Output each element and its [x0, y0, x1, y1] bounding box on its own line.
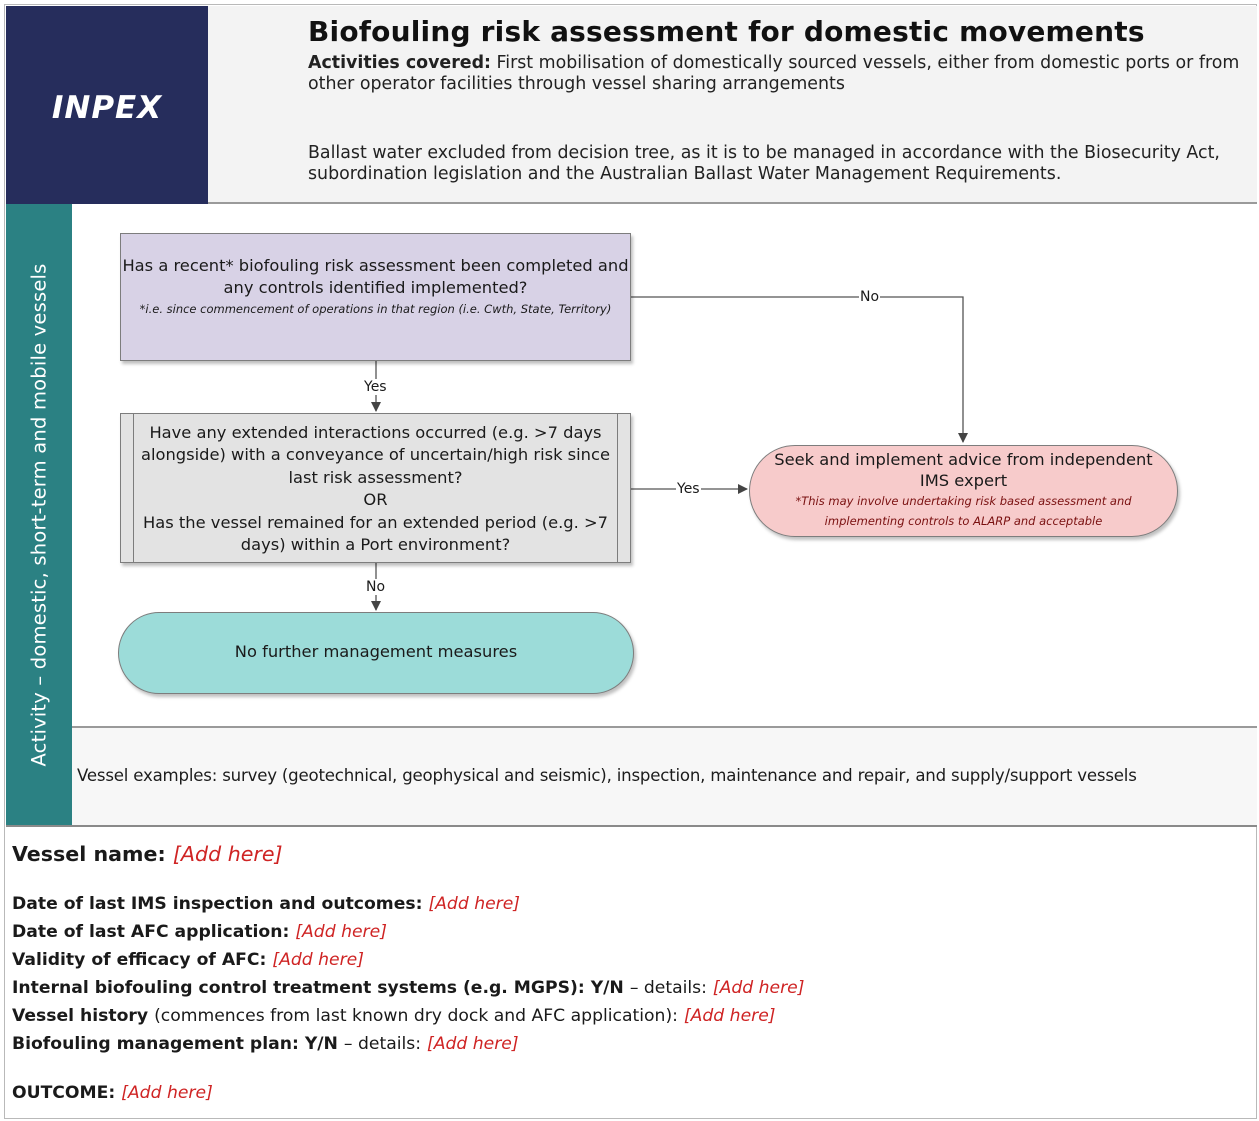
- edge-label-yes: Yes: [676, 481, 701, 497]
- edge-label-yes: Yes: [363, 379, 388, 395]
- afc-validity-input[interactable]: [Add here]: [272, 950, 364, 970]
- swimlane-header: [6, 204, 72, 826]
- advice-text: Seek and implement advice from independe…: [774, 450, 1153, 490]
- q2-line2: Has the vessel remained for an extended …: [143, 512, 608, 555]
- afc-validity-field: Validity of efficacy of AFC: [Add here]: [12, 950, 364, 970]
- no-further-measures-terminal: No further management measures: [118, 612, 634, 694]
- vessel-history-label: Vessel history: [12, 1006, 149, 1026]
- last-ims-input[interactable]: [Add here]: [428, 894, 521, 914]
- ballast-note: Ballast water excluded from decision tre…: [308, 143, 1220, 184]
- last-afc-label: Date of last AFC application:: [12, 922, 290, 942]
- last-ims-field: Date of last IMS inspection and outcomes…: [12, 894, 520, 914]
- edge-q1-no: [631, 296, 968, 443]
- outcome-input[interactable]: [Add here]: [121, 1083, 213, 1103]
- vessel-examples: Vessel examples: survey (geotechnical, g…: [77, 766, 1137, 785]
- q2-line1: Have any extended interactions occurred …: [141, 423, 610, 487]
- afc-validity-label: Validity of efficacy of AFC:: [12, 950, 267, 970]
- q2-or: OR: [363, 490, 388, 510]
- last-ims-label: Date of last IMS inspection and outcomes…: [12, 894, 423, 914]
- header-panel: [208, 6, 1257, 204]
- vessel-name-label: Vessel name:: [12, 842, 166, 866]
- edge-label-no: No: [859, 289, 881, 305]
- q1-note: *i.e. since commencement of operations i…: [139, 302, 612, 316]
- advice-note: *This may involve undertaking risk based…: [795, 494, 1132, 528]
- process-side-line: [133, 414, 134, 562]
- swimlane-footer: [72, 728, 1257, 826]
- outcome-label: OUTCOME:: [12, 1083, 116, 1103]
- vessel-history-field: Vessel history (commences from last know…: [12, 1006, 776, 1026]
- activities-covered: Activities covered: First mobilisation o…: [308, 53, 1248, 95]
- outcome-field: OUTCOME: [Add here]: [12, 1083, 213, 1103]
- section-divider: [6, 825, 1257, 827]
- q1-text: Has a recent* biofouling risk assessment…: [122, 256, 629, 297]
- edge-label-no: No: [365, 579, 387, 595]
- bmp-field: Biofouling management plan: Y/N – detail…: [12, 1034, 519, 1054]
- seek-advice-terminal: Seek and implement advice from independe…: [749, 445, 1178, 537]
- bmp-label: Biofouling management plan: Y/N: [12, 1034, 338, 1054]
- activities-label: Activities covered:: [308, 53, 491, 73]
- internal-treatment-field: Internal biofouling control treatment sy…: [12, 978, 804, 998]
- activities-text: First mobilisation of domestically sourc…: [308, 53, 1240, 94]
- inpex-logo: INPEX: [6, 6, 208, 204]
- last-afc-input[interactable]: [Add here]: [295, 922, 387, 942]
- decision-extended-interactions: Have any extended interactions occurred …: [120, 413, 631, 563]
- vessel-name-input[interactable]: [Add here]: [172, 842, 283, 866]
- vessel-history-input[interactable]: [Add here]: [683, 1006, 776, 1026]
- logo-text: INPEX: [51, 90, 163, 126]
- bmp-input[interactable]: [Add here]: [427, 1034, 519, 1054]
- internal-treatment-label: Internal biofouling control treatment sy…: [12, 978, 624, 998]
- process-side-line: [617, 414, 618, 562]
- vessel-name-field: Vessel name: [Add here]: [12, 842, 283, 866]
- vessel-history-note: (commences from last known dry dock and …: [154, 1006, 678, 1026]
- swimlane-divider: [72, 726, 1257, 728]
- details-label: – details:: [629, 978, 707, 998]
- details-label: – details:: [343, 1034, 422, 1054]
- decision-recent-assessment: Has a recent* biofouling risk assessment…: [120, 233, 631, 361]
- last-afc-field: Date of last AFC application: [Add here]: [12, 922, 387, 942]
- page-title: Biofouling risk assessment for domestic …: [308, 15, 1145, 48]
- internal-treatment-input[interactable]: [Add here]: [712, 978, 805, 998]
